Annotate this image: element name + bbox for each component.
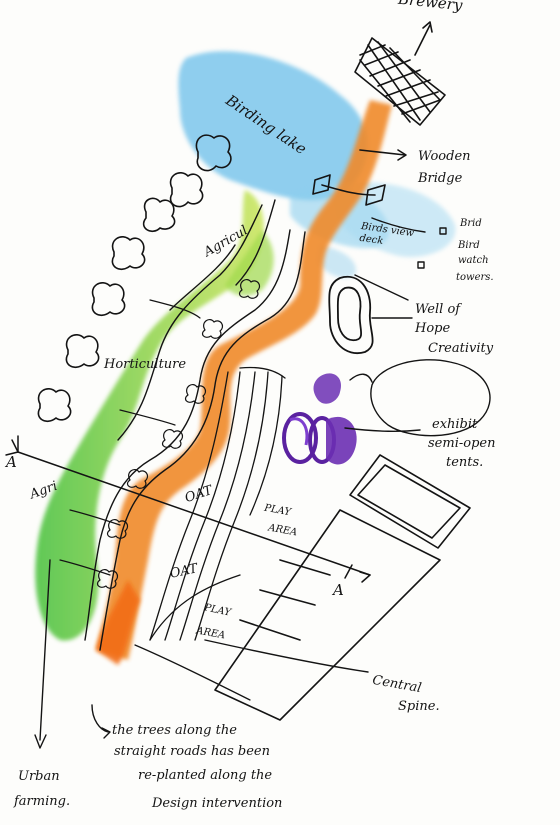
urban-farming-label-1: Urban [18, 769, 60, 784]
well-of-hope [328, 275, 374, 355]
exhibit-tents [282, 373, 357, 465]
field-lines [59, 299, 201, 576]
agriculture-band [35, 190, 274, 641]
tree-cluster [37, 134, 232, 423]
road-edges [84, 199, 306, 651]
urban-farming-label-2: farming. [14, 794, 71, 809]
section-line-a [5, 435, 371, 583]
trees-note-line-2: straight roads has been [114, 744, 270, 759]
brewery-building [354, 21, 446, 126]
trees-note-line-1: the trees along the [112, 723, 237, 738]
horticulture-label: Horticulture [104, 357, 187, 372]
trees-note-line-3: re-planted along the [138, 768, 273, 783]
exhibit-tent-frame [349, 454, 471, 549]
central-spine [214, 509, 441, 721]
plaza-blob [349, 359, 491, 437]
central-spine-label-2: Spine. [398, 699, 440, 714]
wooden-bridge [312, 149, 407, 206]
trees-note-line-4: Design intervention [152, 796, 283, 811]
exhibit-label-3: tents. [446, 455, 484, 470]
well-label-1: Well of [415, 302, 461, 317]
exhibit-label-2: semi-open [428, 436, 496, 451]
orange-path [96, 100, 392, 665]
leader-lines [34, 217, 447, 749]
bird-watch-label-4: towers. [456, 272, 494, 283]
well-label-2: Hope [415, 321, 451, 336]
section-a-left-label: A [6, 453, 17, 471]
bird-watch-label-1: Brid [460, 218, 482, 229]
birding-lake [178, 51, 456, 278]
section-a-right-label: A [333, 581, 344, 599]
oat-arcs [134, 366, 286, 701]
replanted-trees [96, 278, 261, 589]
exhibit-label-1: exhibit [432, 417, 478, 432]
wooden-bridge-label-2: Bridge [418, 171, 463, 186]
well-label-3: Creativity [428, 341, 494, 356]
bird-watch-label-3: watch [458, 255, 489, 266]
wooden-bridge-label-1: Wooden [418, 149, 471, 164]
bird-watch-label-2: Bird [458, 240, 480, 251]
